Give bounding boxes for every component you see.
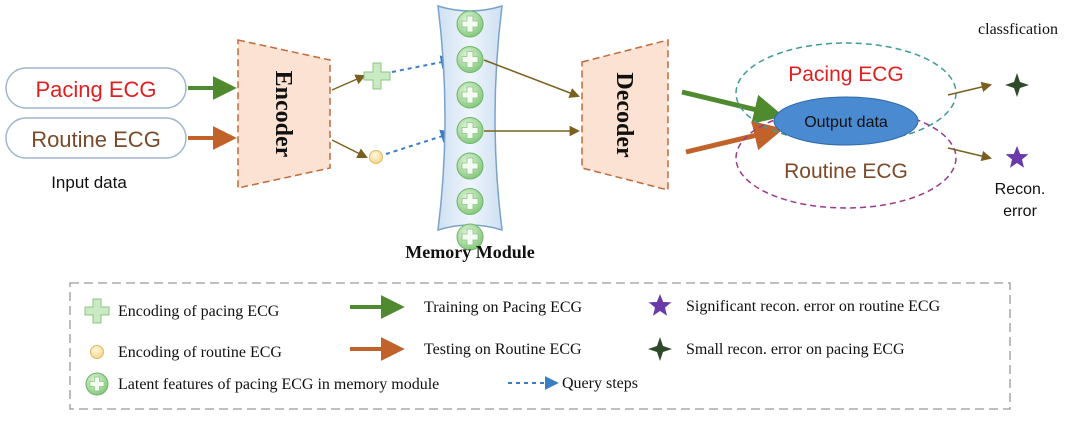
encoder-to-pacing-code-arrow <box>331 74 366 91</box>
decoder-label: Decoder <box>611 72 637 158</box>
output-data-label: Output data <box>804 114 888 131</box>
decoder-routine-output-arrow <box>685 120 784 155</box>
legend-cross-icon <box>84 298 110 324</box>
recon-error-arrow <box>947 147 993 162</box>
memory-module <box>437 4 503 251</box>
classification-label: classfication <box>978 21 1058 38</box>
legend-dot-icon <box>90 345 104 359</box>
legend-sig-err: Significant recon. error on routine ECG <box>686 298 941 315</box>
input-data-caption: Input data <box>51 173 127 192</box>
small-error-star-icon <box>1005 73 1029 97</box>
legend-dark-star-icon <box>648 337 672 361</box>
legend-train: Training on Pacing ECG <box>424 299 583 316</box>
legend-latent: Latent features of pacing ECG in memory … <box>118 376 439 393</box>
routine-output-ellipse <box>735 107 957 209</box>
memory-cell-icon <box>456 81 484 109</box>
encoder-to-routine-code-arrow <box>331 139 368 158</box>
memory-cell-icon <box>456 117 484 144</box>
significant-error-star-icon <box>1005 146 1029 168</box>
input-routine-box: Routine ECG <box>5 117 187 159</box>
legend-query: Query steps <box>562 375 638 392</box>
legend: Encoding of pacing ECG Encoding of routi… <box>69 282 1011 410</box>
decoder-block: Decoder <box>581 39 669 191</box>
routine-query-arrow <box>385 129 455 155</box>
memory-cell-icon <box>456 152 484 180</box>
decoder-pacing-output-arrow <box>681 89 784 124</box>
output-pacing-label: Pacing ECG <box>788 63 904 86</box>
pacing-encoding-cross-icon <box>363 62 391 90</box>
encoder-label: Encoder <box>270 71 296 158</box>
memory-cells <box>456 10 484 251</box>
encoder-block: Encoder <box>237 39 331 189</box>
memory-cell-icon <box>456 46 484 73</box>
input-pacing-box: Pacing ECG <box>5 67 187 109</box>
output-routine-label: Routine ECG <box>784 160 908 183</box>
recon-label-line2: error <box>1003 203 1037 220</box>
legend-enc-pacing: Encoding of pacing ECG <box>118 303 280 320</box>
recon-label-line1: Recon. <box>995 181 1046 198</box>
output-data-ellipse <box>773 96 919 146</box>
memory-to-decoder-arrow-top <box>483 59 580 98</box>
memory-cell-icon <box>456 188 484 215</box>
memory-cell-icon <box>456 223 484 251</box>
legend-purple-star-icon <box>648 294 672 316</box>
legend-latent-cell-icon <box>85 372 109 396</box>
pacing-query-arrow <box>391 55 455 73</box>
classification-arrow <box>947 81 993 96</box>
legend-small-err: Small recon. error on pacing ECG <box>686 341 905 358</box>
input-routine-label: Routine ECG <box>31 127 161 152</box>
memory-module-label: Memory Module <box>405 242 534 262</box>
memory-cell-icon <box>456 10 484 38</box>
routine-encoding-dot-icon <box>369 150 383 164</box>
legend-test: Testing on Routine ECG <box>424 341 582 358</box>
legend-enc-routine: Encoding of routine ECG <box>118 344 282 361</box>
input-pacing-label: Pacing ECG <box>35 77 156 102</box>
